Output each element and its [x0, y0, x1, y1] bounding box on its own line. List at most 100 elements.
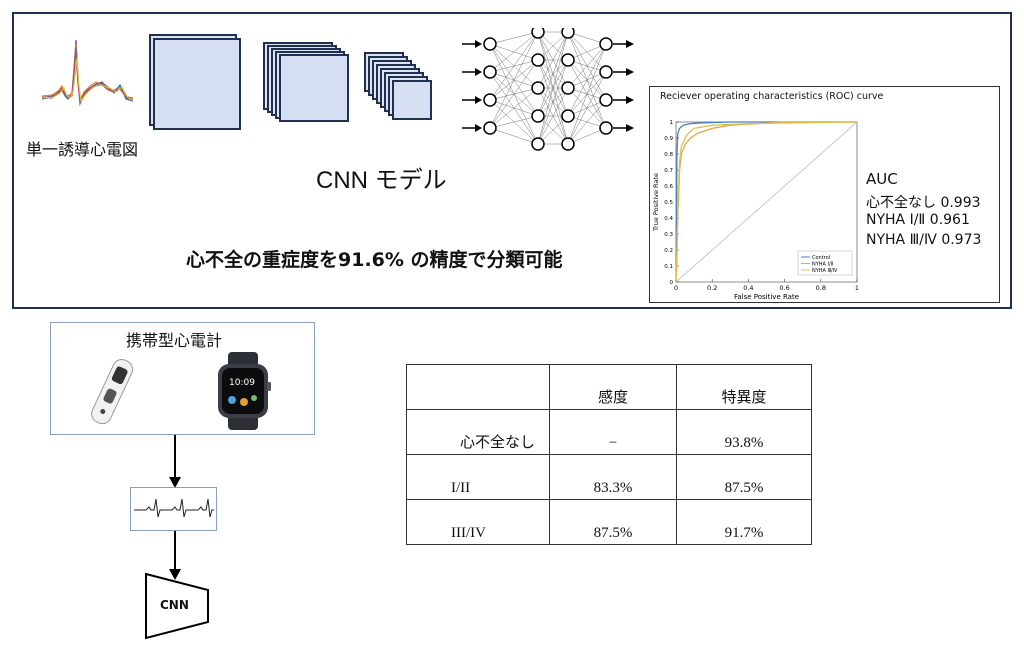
auc-row-none: 心不全なし 0.993 — [866, 195, 981, 211]
single-lead-ecg-box — [130, 487, 217, 531]
nn-connection — [567, 43, 607, 61]
table-header-cell — [406, 364, 550, 410]
nn-node — [483, 65, 497, 79]
roc-y-tick-label: 0.2 — [664, 248, 673, 254]
nn-node — [483, 121, 497, 135]
arrow-down-2 — [169, 531, 181, 580]
nn-node — [599, 93, 613, 107]
ecg-waveform-image — [41, 39, 134, 107]
nn-connection — [489, 87, 539, 129]
nn-output-arrowhead — [626, 40, 634, 48]
nn-connection — [489, 127, 539, 145]
cnn-model-label: CNN モデル — [316, 167, 447, 194]
roc-x-axis-label: False Positive Rate — [734, 293, 799, 301]
nn-connection — [537, 115, 569, 145]
nn-node — [561, 137, 575, 151]
roc-x-tick-label: 0.8 — [816, 284, 826, 292]
watch-time: 10:09 — [229, 378, 255, 388]
nn-connection — [567, 127, 607, 145]
neural-network-diagram — [462, 28, 634, 151]
cnn-block-label: CNN — [160, 598, 189, 612]
roc-y-tick-label: 0.1 — [664, 264, 673, 270]
nn-connection — [489, 31, 539, 101]
nn-node — [531, 137, 545, 151]
table-cell: I/II — [406, 454, 550, 500]
headline-text: 心不全の重症度を91.6% の精度で分類可能 — [186, 249, 563, 271]
nn-connection — [489, 31, 539, 45]
nn-node — [599, 121, 613, 135]
handheld-ecg-device-image — [91, 358, 134, 425]
roc-legend-label: NYHA Ⅲ/Ⅳ — [812, 268, 838, 274]
table-row: III/IV 87.5% 91.7% — [406, 499, 812, 545]
device-label: 携帯型心電計 — [126, 331, 223, 350]
nn-connection — [489, 31, 539, 129]
roc-y-tick-label: 0.6 — [664, 184, 673, 190]
nn-connection — [567, 71, 607, 145]
model-overview-panel — [12, 12, 1012, 309]
nn-connection — [537, 31, 569, 117]
nn-connection — [489, 115, 539, 129]
roc-x-tick-label: 0 — [674, 284, 678, 292]
roc-y-tick-label: 0.5 — [664, 200, 673, 206]
smartwatch-image: 10:09 — [218, 352, 271, 430]
feature-map-stack-1 — [149, 34, 241, 130]
nn-node — [561, 28, 575, 39]
nn-node — [531, 109, 545, 123]
nn-connection — [537, 31, 569, 89]
nn-connection — [567, 43, 607, 145]
cnn-block-shape — [145, 572, 209, 640]
auc-heading: AUC — [866, 170, 898, 188]
nn-output-arrowhead — [626, 124, 634, 132]
nn-connection — [537, 31, 569, 145]
nn-input-arrowhead — [475, 124, 482, 132]
table-cell: − — [549, 409, 677, 455]
nn-node — [561, 81, 575, 95]
table-cell: 93.8% — [676, 409, 812, 455]
nn-connection — [567, 43, 607, 117]
nn-node — [599, 65, 613, 79]
nn-connection — [537, 87, 569, 145]
nn-connection — [537, 31, 569, 61]
table-cell: 心不全なし — [406, 409, 550, 455]
roc-y-tick-label: 0.9 — [664, 136, 673, 142]
roc-series-line — [675, 121, 857, 283]
nn-node — [531, 28, 545, 39]
nn-node — [599, 37, 613, 51]
arrow-down-1 — [169, 435, 181, 488]
roc-title: Reciever operating characteristics (ROC)… — [660, 91, 884, 102]
roc-y-tick-label: 0.3 — [664, 232, 673, 238]
nn-input-arrowhead — [475, 40, 482, 48]
nn-connection — [489, 59, 539, 129]
nn-node — [483, 37, 497, 51]
table-cell: 91.7% — [676, 499, 812, 545]
table-cell: 87.5% — [676, 454, 812, 500]
nn-node — [531, 81, 545, 95]
roc-y-tick-label: 0.7 — [664, 168, 673, 174]
roc-legend-label: NYHA Ⅰ/Ⅱ — [812, 262, 833, 268]
roc-x-tick-label: 0.6 — [779, 284, 789, 292]
roc-x-tick-label: 1 — [855, 284, 859, 292]
nn-output-arrowhead — [626, 96, 634, 104]
table-cell: 87.5% — [549, 499, 677, 545]
roc-y-tick-label: 0.4 — [664, 216, 673, 222]
roc-series-line — [675, 121, 858, 283]
auc-row-nyha-3-4: NYHA Ⅲ/Ⅳ 0.973 — [866, 232, 982, 248]
ecg-trace-icon — [134, 498, 214, 518]
roc-y-tick-label: 1 — [670, 120, 674, 126]
nn-connection — [567, 99, 607, 145]
nn-connection — [537, 59, 569, 145]
nn-connection — [567, 43, 607, 89]
table-header-row: 感度 特異度 — [406, 364, 812, 410]
portable-ecg-device-box — [50, 322, 315, 435]
table-cell: 83.3% — [549, 454, 677, 500]
nn-output-arrowhead — [626, 68, 634, 76]
table-row: 心不全なし − 93.8% — [406, 409, 812, 455]
table-header-cell: 特異度 — [676, 364, 812, 410]
table-header-cell: 感度 — [549, 364, 677, 410]
nn-node — [561, 53, 575, 67]
nn-node — [531, 53, 545, 67]
roc-diagonal-line — [675, 121, 858, 283]
nn-input-arrowhead — [475, 68, 482, 76]
roc-legend-label: Control — [812, 255, 830, 261]
